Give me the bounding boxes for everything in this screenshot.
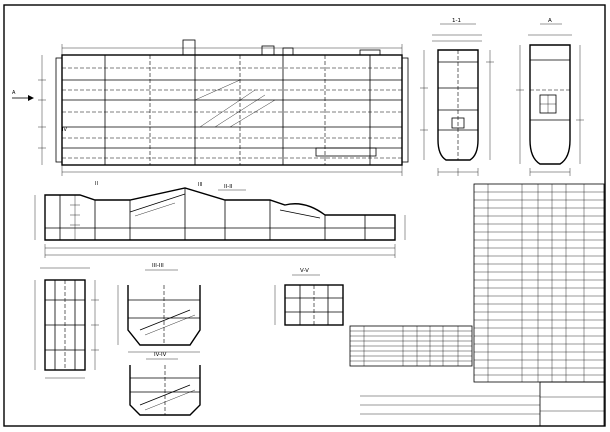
section-1-1-title: 1-1 bbox=[452, 18, 461, 24]
detail-a-view: A bbox=[516, 18, 584, 176]
marker-a: A bbox=[12, 90, 16, 96]
section-1-1-outline bbox=[437, 49, 479, 161]
bottom-detail-view bbox=[34, 267, 99, 379]
marker-ii: II bbox=[95, 181, 98, 187]
detail-a-outline bbox=[529, 44, 571, 165]
parts-list-table bbox=[473, 183, 605, 383]
section-3-3-outline bbox=[127, 285, 201, 346]
small-parts-table bbox=[349, 325, 473, 367]
marker-iii: III bbox=[198, 182, 202, 188]
title-block bbox=[539, 381, 605, 427]
detail-a-title: A bbox=[548, 18, 552, 24]
marker-iv: IV bbox=[62, 127, 67, 133]
plan-view: A II IV bbox=[12, 39, 409, 187]
section-2-2-outline bbox=[44, 187, 396, 241]
section-4-4-view: IV-IV bbox=[129, 352, 201, 416]
section-1-1-view: 1-1 bbox=[420, 18, 494, 176]
section-4-4-title: IV-IV bbox=[154, 352, 167, 358]
section-5-5-title: V-V bbox=[300, 268, 309, 274]
sheet-border bbox=[3, 4, 606, 427]
notes-block bbox=[360, 395, 540, 415]
section-3-3-view: III-III bbox=[117, 263, 201, 353]
section-2-2-view: II-II III bbox=[34, 182, 406, 258]
section-2-2-title: II-II bbox=[224, 184, 233, 190]
plan-outline bbox=[61, 54, 403, 166]
section-5-5-view: V-V bbox=[274, 268, 344, 326]
section-3-3-title: III-III bbox=[152, 263, 164, 269]
